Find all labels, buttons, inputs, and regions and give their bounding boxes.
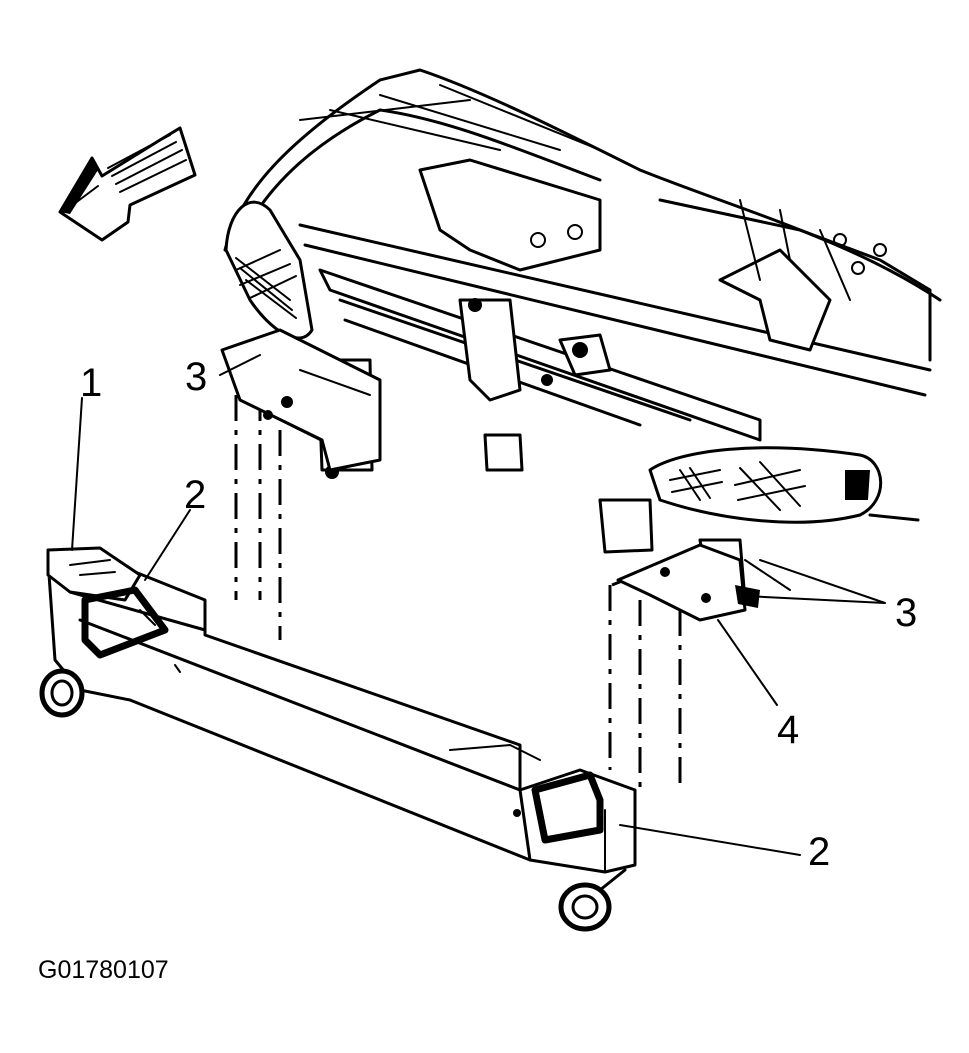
callout-2-right: 2 (808, 830, 830, 874)
leader-lines (71, 354, 886, 856)
front-direction-arrow-icon (58, 126, 197, 242)
energy-absorber-left (81, 586, 169, 659)
mounting-bracket-left (220, 328, 382, 472)
callout-2-left: 2 (184, 473, 206, 517)
mounting-bracket-right (616, 543, 760, 622)
energy-absorber-right (531, 771, 604, 844)
callout-4: 4 (777, 708, 799, 752)
callout-1: 1 (80, 361, 102, 405)
vehicle-front-structure (223, 68, 942, 602)
figure-id: G01780107 (38, 956, 169, 984)
tow-hook-left-icon (39, 668, 85, 718)
impact-bar (46, 546, 637, 874)
callout-3-left: 3 (185, 355, 207, 399)
tow-hook-right-icon (558, 868, 627, 932)
callout-3-right: 3 (895, 591, 917, 635)
